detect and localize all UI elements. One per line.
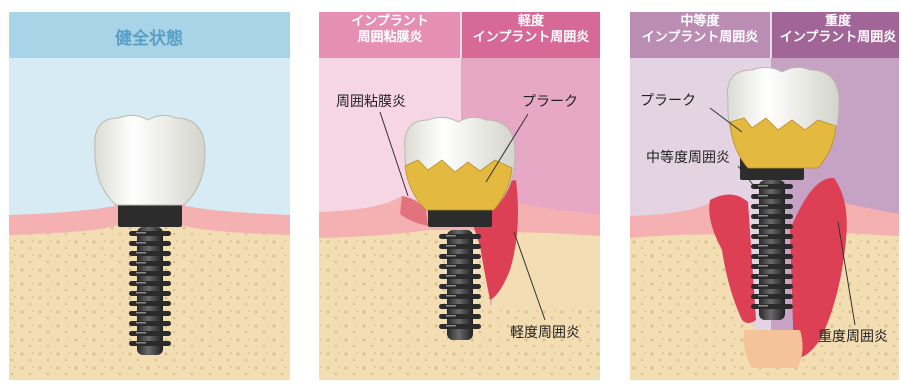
screw-highlight	[446, 265, 456, 267]
label-mucositis: 周囲粘膜炎	[336, 94, 406, 110]
screw-thread	[439, 294, 481, 299]
screw-thread	[751, 294, 793, 299]
screw-thread	[129, 241, 171, 246]
screw-highlight	[758, 205, 768, 207]
screw-thread	[129, 261, 171, 266]
screw-thread	[439, 264, 481, 269]
screw-highlight	[446, 275, 456, 277]
screw-thread	[129, 251, 171, 256]
screw-highlight	[758, 265, 768, 267]
screw-highlight	[446, 285, 456, 287]
screw-thread	[751, 244, 793, 249]
screw-thread	[751, 274, 793, 279]
screw-thread	[129, 311, 171, 316]
screw-highlight	[446, 245, 456, 247]
screw-thread	[129, 271, 171, 276]
label-mild-peri-implantitis: 軽度周囲炎	[510, 325, 580, 341]
bone-loss-region	[744, 330, 803, 368]
screw-thread	[751, 264, 793, 269]
screw-highlight	[758, 235, 768, 237]
screw-thread	[751, 284, 793, 289]
screw-highlight	[136, 342, 146, 344]
screw-highlight	[136, 292, 146, 294]
screw-highlight	[758, 305, 768, 307]
implant-collar	[118, 203, 182, 227]
screw-thread	[751, 184, 793, 189]
screw-thread	[751, 194, 793, 199]
screw-highlight	[446, 295, 456, 297]
screw-highlight	[446, 255, 456, 257]
screw-highlight	[136, 242, 146, 244]
screw-thread	[129, 281, 171, 286]
screw-thread	[129, 331, 171, 336]
panel-moderate-severe: 中等度インプラント周囲炎 重度インプラント周囲炎 プラーク 中等度周囲炎 重度周…	[630, 12, 899, 380]
screw-highlight	[136, 232, 146, 234]
screw-thread	[751, 234, 793, 239]
screw-highlight	[758, 195, 768, 197]
screw-thread	[751, 204, 793, 209]
screw-highlight	[136, 302, 146, 304]
screw-highlight	[446, 305, 456, 307]
label-plaque: プラーク	[640, 93, 696, 109]
screw-thread	[129, 321, 171, 326]
panel-healthy: 健全状態	[9, 12, 290, 380]
screw-highlight	[136, 262, 146, 264]
screw-highlight	[758, 185, 768, 187]
screw-thread	[439, 284, 481, 289]
screw-highlight	[758, 295, 768, 297]
screw-highlight	[446, 235, 456, 237]
screw-highlight	[136, 312, 146, 314]
screw-highlight	[136, 252, 146, 254]
screw-highlight	[758, 225, 768, 227]
screw-highlight	[136, 282, 146, 284]
screw-thread	[439, 244, 481, 249]
screw-thread	[129, 231, 171, 236]
header-left-title: インプラント周囲粘膜炎	[351, 14, 429, 45]
label-severe-peri-implantitis: 重度周囲炎	[818, 329, 888, 345]
screw-highlight	[446, 325, 456, 327]
screw-highlight	[136, 272, 146, 274]
screw-thread	[439, 254, 481, 259]
screw-highlight	[758, 255, 768, 257]
screw-thread	[751, 254, 793, 259]
screw-thread	[751, 224, 793, 229]
screw-thread	[751, 304, 793, 309]
screw-thread	[129, 291, 171, 296]
screw-thread	[439, 274, 481, 279]
screw-highlight	[446, 315, 456, 317]
screw-highlight	[758, 245, 768, 247]
screw-highlight	[758, 275, 768, 277]
header-title: 健全状態	[115, 28, 183, 49]
screw-thread	[439, 324, 481, 329]
screw-highlight	[136, 332, 146, 334]
crown	[95, 115, 205, 205]
screw-thread	[439, 234, 481, 239]
screw-highlight	[758, 215, 768, 217]
label-moderate-peri-implantitis: 中等度周囲炎	[646, 149, 730, 166]
screw-thread	[751, 214, 793, 219]
screw-highlight	[136, 322, 146, 324]
panel-mucositis-mild: インプラント周囲粘膜炎 軽度インプラント周囲炎 周囲粘膜炎 プラーク 軽度周囲炎	[319, 12, 600, 380]
screw-thread	[129, 341, 171, 346]
label-plaque: プラーク	[522, 94, 578, 110]
screw-thread	[439, 304, 481, 309]
screw-thread	[129, 301, 171, 306]
screw-highlight	[758, 285, 768, 287]
screw-thread	[439, 314, 481, 319]
